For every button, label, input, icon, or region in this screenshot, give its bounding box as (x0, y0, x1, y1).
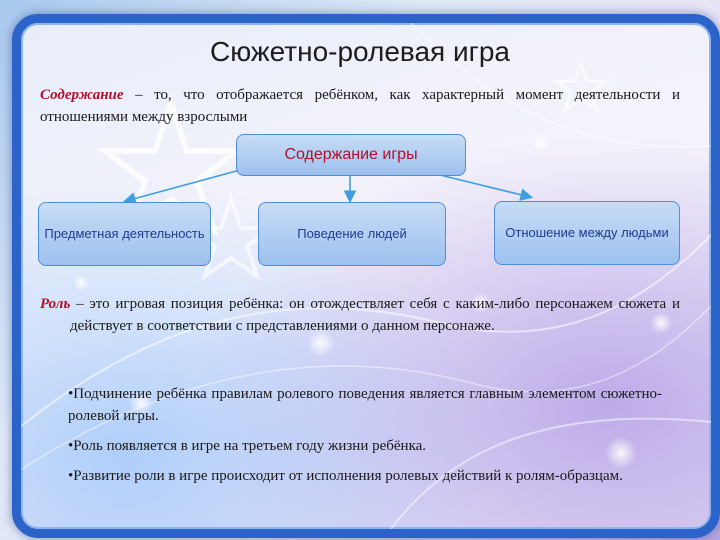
diagram-box-subject-activity: Предметная деятельность (38, 202, 211, 266)
role-definition: Роль – это игровая позиция ребёнка: он о… (40, 293, 680, 337)
bullet-item: •Развитие роли в игре происходит от испо… (68, 468, 623, 484)
content-term: Содержание (40, 87, 124, 103)
bullet-item: •Подчинение ребёнка правилам ролевого по… (68, 386, 662, 424)
content-definition-text: – то, что отображается ребёнком, как хар… (40, 87, 680, 125)
role-definition-text: – это игровая позиция ребёнка: он отожде… (70, 296, 680, 334)
star-decoration-small (551, 58, 611, 114)
slide-frame (12, 14, 720, 538)
slide-title: Сюжетно-ролевая игра (210, 36, 510, 67)
bullet-item: •Роль появляется в игре на третьем году … (68, 438, 427, 454)
diagram-box-people-behavior: Поведение людей (258, 202, 446, 266)
bullet-list: •Подчинение ребёнка правилам ролевого по… (68, 383, 662, 495)
diagram-box-relations: Отношение между людьми (494, 201, 680, 265)
content-definition: Содержание – то, что отображается ребёнк… (40, 84, 680, 128)
diagram-main-box: Содержание игры (236, 134, 466, 176)
role-term: Роль (40, 296, 71, 312)
